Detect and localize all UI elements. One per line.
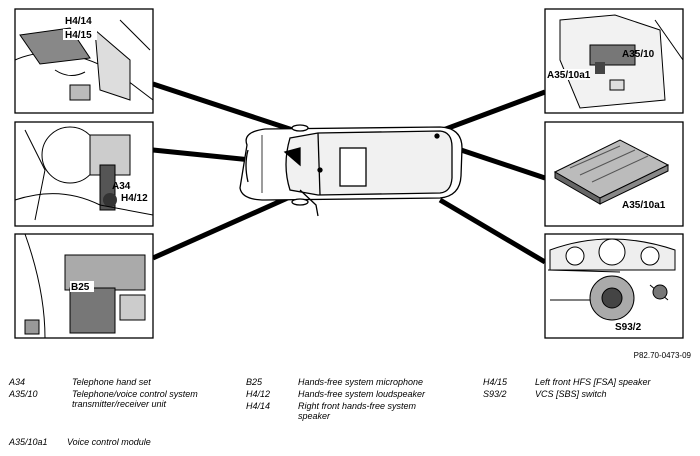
callout-a3510a1-module: A35/10a1: [622, 200, 666, 211]
car-top-view: [239, 124, 463, 217]
callout-a34: A34: [112, 181, 131, 192]
callout-a3510: A35/10: [622, 49, 655, 60]
callout-h412: H4/12: [121, 193, 148, 204]
figure-reference: P82.70-0473-09: [633, 351, 691, 360]
legend-desc: Voice control module: [67, 437, 151, 447]
legend-desc: Left front HFS [FSA] speaker: [535, 377, 651, 387]
callout-b25: B25: [71, 282, 90, 293]
legend-code: B25: [246, 377, 263, 387]
callout-labels: H4/14 H4/15 A34 H4/12 B25 A35/10 A35/10a…: [63, 15, 666, 333]
callout-a3510a1-trunk: A35/10a1: [547, 70, 591, 81]
legend-desc: VCS [SBS] switch: [535, 389, 607, 399]
panel-instrument-switch: [544, 233, 684, 339]
panel-overhead-microphone: [14, 233, 154, 339]
component-location-diagram: H4/14 H4/15 A34 H4/12 B25 A35/10 A35/10a…: [14, 8, 684, 339]
legend-code: H4/12: [246, 389, 271, 399]
panel-trunk-transceiver: [544, 8, 684, 114]
leader-lines: [151, 81, 547, 265]
legend-code: A35/10: [9, 389, 38, 399]
callout-s932: S93/2: [615, 322, 642, 333]
legend-code: A35/10a1: [9, 437, 48, 447]
legend-desc: Telephone hand set: [72, 377, 151, 387]
legend-code: H4/14: [246, 401, 271, 411]
legend-desc: Right front hands-free system speaker: [298, 401, 417, 421]
legend-code: H4/15: [483, 377, 508, 387]
legend-desc: Hands-free system loudspeaker: [298, 389, 426, 399]
legend-code: S93/2: [483, 389, 507, 399]
legend-desc: Hands-free system microphone: [298, 377, 424, 387]
panel-door-speakers: [14, 8, 154, 114]
legend: A34 Telephone hand set A35/10 Telephone/…: [0, 375, 700, 456]
legend-desc: Telephone/voice control system transmitt…: [72, 389, 198, 409]
panel-console-handset: [14, 121, 154, 227]
legend-code: A34: [9, 377, 26, 387]
callout-h415: H4/15: [65, 30, 92, 41]
callout-h414: H4/14: [65, 16, 92, 27]
panel-voice-module: [544, 121, 684, 227]
